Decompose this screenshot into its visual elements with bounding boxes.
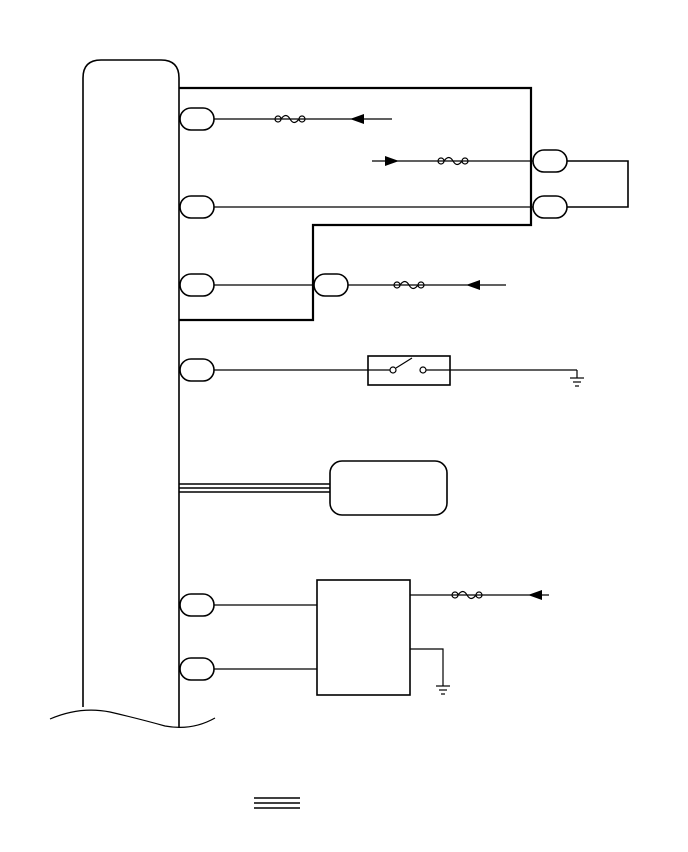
connector-left-5 — [179, 593, 215, 617]
fuse-icon — [437, 156, 469, 166]
ground-icon — [570, 370, 584, 387]
arrow-left-icon — [466, 280, 480, 290]
fuse-icon — [274, 114, 306, 124]
connector-left-3 — [179, 273, 215, 297]
connector-right-1 — [532, 149, 568, 173]
main-module-body — [82, 59, 180, 728]
main-module-tear-edge — [49, 709, 216, 728]
connector-inline — [313, 273, 349, 297]
connector-left-2 — [179, 195, 215, 219]
arrow-right-icon — [385, 156, 399, 166]
data-bus — [179, 483, 330, 493]
harness-loop-outer — [179, 86, 533, 322]
jumper-loop — [567, 160, 629, 208]
control-module-2 — [316, 579, 411, 696]
arrow-left-icon — [528, 590, 542, 600]
legend-bus-symbol — [254, 797, 300, 809]
ground-icon — [436, 685, 450, 695]
connector-right-2 — [532, 195, 568, 219]
arrow-left-icon — [350, 114, 364, 124]
connector-left-6 — [179, 657, 215, 681]
control-module-1 — [329, 460, 448, 516]
connector-left-1 — [179, 107, 215, 131]
wire-9 — [410, 648, 444, 686]
switch-icon — [368, 357, 450, 374]
fuse-icon — [393, 280, 425, 290]
connector-left-4 — [179, 358, 215, 382]
fuse-icon — [451, 590, 483, 600]
